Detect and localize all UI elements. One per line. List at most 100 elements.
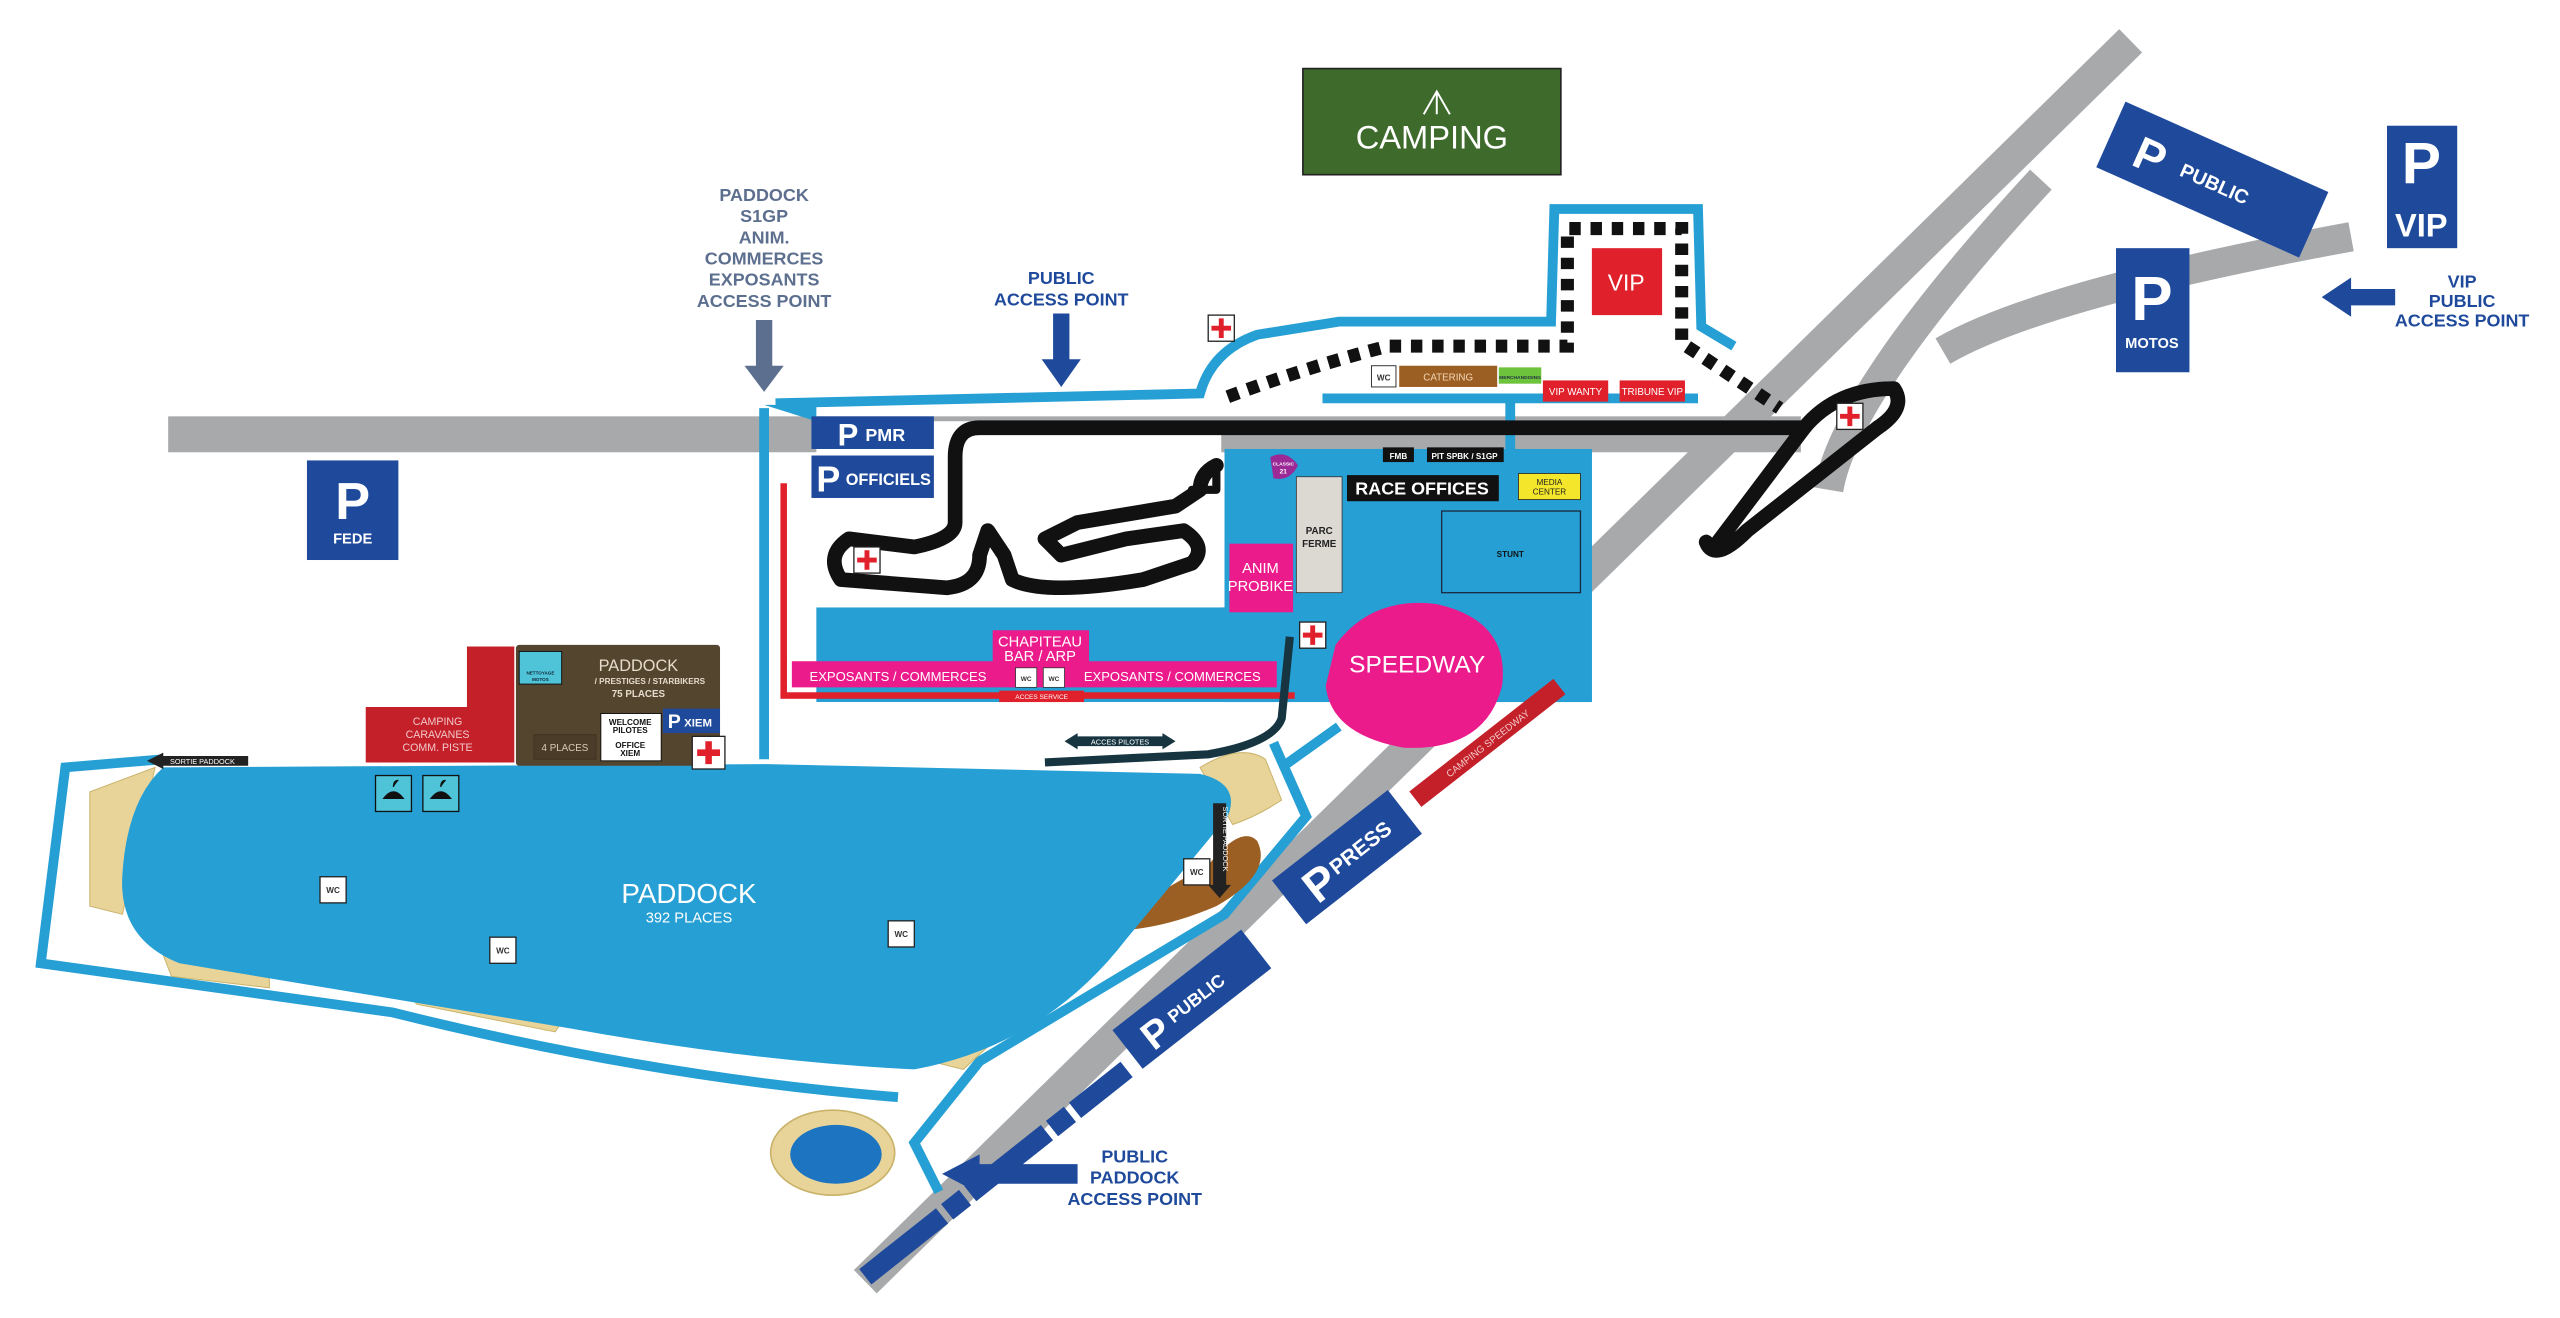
vip-p-label: P <box>2402 131 2441 196</box>
first-aid-icon <box>691 735 726 770</box>
anim-probike[interactable]: ANIM PROBIKE <box>1228 543 1294 613</box>
first-aid-icon <box>853 546 881 574</box>
zones-vip-wanty-label: VIP WANTY <box>1549 387 1603 398</box>
main-paddock[interactable]: PADDOCK 392 PLACES <box>122 764 1231 1070</box>
paddock-main-places-label: 392 PLACES <box>646 910 733 926</box>
zones-wc-label: WC <box>1021 676 1032 683</box>
parking-vip[interactable]: P VIP <box>2387 125 2458 249</box>
parc-ferme[interactable]: PARC FERME <box>1295 476 1343 594</box>
chapiteau-0-label: CHAPITEAU <box>998 635 1082 651</box>
paddock-s1gp-0-label: PADDOCK <box>719 185 808 205</box>
paddock-s1gp-access-point: PADDOCK S1GP ANIM. COMMERCES EXPOSANTS A… <box>697 185 832 392</box>
speedway[interactable]: SPEEDWAY <box>1325 602 1503 748</box>
sortie-paddock-right: SORTIE PADDOCK <box>1208 803 1232 898</box>
zones-stunt-label: STUNT <box>1497 550 1524 559</box>
wc-top[interactable]: WC <box>1370 365 1397 388</box>
media-center-0-label: MEDIA <box>1537 478 1563 487</box>
welcome-1-label: PILOTES <box>613 726 648 735</box>
zones-vip-label: VIP <box>1608 270 1645 296</box>
zones-race-offices-label: RACE OFFICES <box>1355 479 1489 499</box>
sortie-paddock-left: SORTIE PADDOCK <box>146 752 249 770</box>
zones-merchandising-label: MERCHANDISING <box>1499 375 1541 381</box>
vip-public-access-point: VIP PUBLIC ACCESS POINT <box>2321 271 2530 331</box>
vip-public-2-label: ACCESS POINT <box>2395 311 2530 331</box>
zones-wc-label: WC <box>1190 868 1204 877</box>
pit-spbk-s1gp[interactable]: PIT SPBK / S1GP <box>1426 447 1504 463</box>
public-access-point: PUBLIC ACCESS POINT <box>994 268 1129 387</box>
zones-wc-label: WC <box>496 946 510 955</box>
motos-p-label: P <box>2131 265 2172 334</box>
zones-pit-label: PIT SPBK / S1GP <box>1431 452 1498 461</box>
nettoyage-0-label: NETTOYAGE <box>526 670 554 675</box>
tribune-vip[interactable]: TRIBUNE VIP <box>1619 380 1685 402</box>
paddock-prestige-places-label: 75 PLACES <box>612 689 666 700</box>
zones-tribune-vip-label: TRIBUNE VIP <box>1622 387 1684 398</box>
camping-label: CAMPING <box>1356 119 1508 156</box>
camping-area[interactable]: CAMPING <box>1302 67 1562 176</box>
parking-motos[interactable]: P MOTOS <box>2115 248 2190 373</box>
motos-label-label: MOTOS <box>2125 336 2179 352</box>
first-aid-icons <box>691 314 1864 770</box>
zones-wc-label: WC <box>326 886 340 895</box>
fmb[interactable]: FMB <box>1382 447 1414 463</box>
walkways <box>35 204 1737 1195</box>
camping-caravanes-1-label: CARAVANES <box>406 729 470 741</box>
public-paddock-0-label: PUBLIC <box>1101 1146 1168 1166</box>
merchandising[interactable]: MERCHANDISING <box>1498 367 1542 384</box>
welcome-2-label: OFFICE <box>615 741 645 750</box>
vip-public-1-label: PUBLIC <box>2429 291 2496 311</box>
welcome-0-label: WELCOME <box>609 718 652 727</box>
officiels-p-label: P <box>816 458 840 499</box>
race-offices[interactable]: RACE OFFICES <box>1346 475 1499 502</box>
pmr-label-label: PMR <box>865 425 905 445</box>
camping-caravanes[interactable]: CAMPING CARAVANES COMM. PISTE <box>365 646 515 763</box>
branch-road <box>1935 222 2354 364</box>
fede-label-label: FEDE <box>333 532 372 548</box>
officiels-label-label: OFFICIELS <box>846 471 931 489</box>
parc-ferme-1-label: FERME <box>1302 539 1337 550</box>
vip-zone[interactable]: VIP <box>1591 248 1663 316</box>
zones-acces-pilotes-label: ACCES PILOTES <box>1091 738 1149 747</box>
zones-speedway-label: SPEEDWAY <box>1349 652 1485 679</box>
first-aid-icon <box>1298 621 1327 649</box>
classic-1-label: 21 <box>1280 468 1288 475</box>
xiem-p-label: P <box>668 711 681 733</box>
catering[interactable]: CATERING <box>1399 365 1498 387</box>
anim-probike-1-label: PROBIKE <box>1228 579 1294 595</box>
paddock-prestige-sub-label: / PRESTIGES / STARBIKERS <box>595 677 706 686</box>
parc-ferme-0-label: PARC <box>1306 526 1333 537</box>
paddock-prestige-title-label: PADDOCK <box>599 657 679 675</box>
public-0-label: PUBLIC <box>1028 268 1095 288</box>
paddock-s1gp-5-label: ACCESS POINT <box>697 291 832 311</box>
pilots-access-path <box>1044 636 1294 767</box>
vip-wanty[interactable]: VIP WANTY <box>1542 380 1609 402</box>
exposants-zone[interactable]: CHAPITEAU BAR / ARP EXPOSANTS / COMMERCE… <box>791 630 1277 703</box>
public-paddock-1-label: PADDOCK <box>1090 1168 1179 1188</box>
media-center-1-label: CENTER <box>1533 488 1567 497</box>
vip-walkway <box>1225 222 1784 414</box>
nettoyage-motos <box>518 650 563 685</box>
vip-label-label: VIP <box>2395 207 2448 244</box>
parking-public-top[interactable]: P PUBLIC <box>2096 101 2329 258</box>
stunt[interactable]: STUNT <box>1441 510 1582 594</box>
welcome-pilotes <box>600 713 662 762</box>
acces-pilotes-sign: ACCES PILOTES <box>1064 733 1176 750</box>
arrow-down-icon <box>1041 313 1081 387</box>
first-aid-icon <box>1836 402 1864 431</box>
public-1-label: ACCESS POINT <box>994 289 1129 309</box>
arrow-left-icon <box>2321 277 2396 317</box>
parking-fede[interactable]: P FEDE <box>306 460 399 561</box>
paddock-main-title-label: PADDOCK <box>621 878 757 909</box>
paddock-prestige[interactable]: NETTOYAGE MOTOS PADDOCK / PRESTIGES / ST… <box>515 644 721 766</box>
wc-paddock[interactable]: WC WC WC WC <box>319 858 1211 964</box>
anim-probike-0-label: ANIM <box>1242 561 1279 577</box>
paddock-s1gp-2-label: ANIM. <box>739 227 790 247</box>
zones-acces-service-label: ACCES SERVICE <box>1015 694 1068 701</box>
parking-officiels[interactable]: P OFFICIELS <box>811 455 934 500</box>
arrow-down-icon <box>744 320 784 392</box>
tent-icon <box>1422 89 1451 115</box>
